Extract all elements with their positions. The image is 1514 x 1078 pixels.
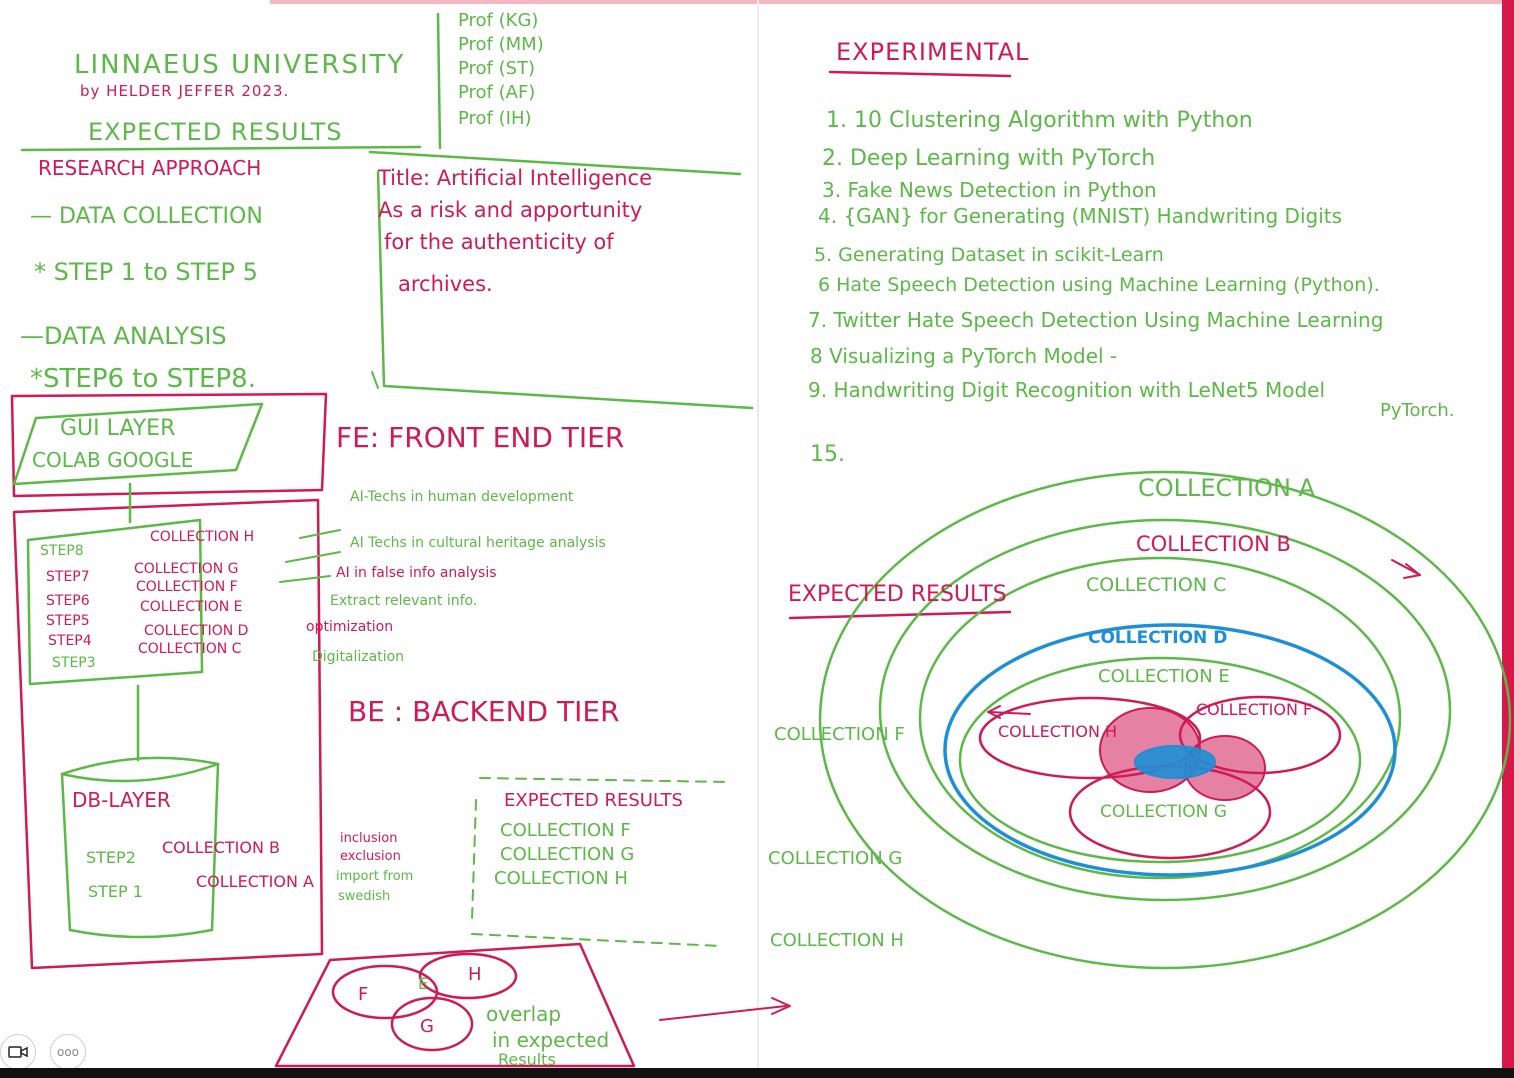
expected-results-heading: EXPECTED RESULTS	[88, 118, 343, 146]
collection-a: COLLECTION A	[196, 872, 314, 891]
note-step-4: optimization	[306, 619, 394, 635]
experimental-heading: EXPERIMENTAL	[836, 38, 1030, 66]
ring-collection-e: COLLECTION E	[1098, 666, 1230, 687]
author-byline: by HELDER JEFFER 2023.	[80, 82, 290, 100]
steps-1-to-5: * STEP 1 to STEP 5	[34, 258, 258, 286]
step-8: STEP8	[40, 543, 84, 559]
university-title: LINNAEUS UNIVERSITY	[74, 50, 406, 80]
venn-label-g: G	[420, 1016, 434, 1037]
experiment-9-continued: PyTorch.	[1380, 400, 1455, 421]
gui-layer-label: GUI LAYER	[60, 416, 176, 441]
venn-caption-1: overlap	[486, 1002, 562, 1026]
backend-tier: BE : BACKEND TIER	[348, 695, 620, 728]
experiment-3: 3. Fake News Detection in Python	[822, 178, 1157, 202]
venn-label-e: E	[418, 974, 429, 993]
professor-4: Prof (AF)	[458, 82, 536, 103]
ring-collection-g-outer: COLLECTION G	[768, 848, 903, 869]
experiment-9: 9. Handwriting Digit Recognition with Le…	[808, 378, 1326, 402]
ring-collection-h-outer: COLLECTION H	[770, 930, 904, 951]
note-step-6: AI in false info analysis	[336, 565, 497, 581]
expected-box-item-g: COLLECTION G	[500, 844, 635, 865]
title-line-3: for the authenticity of	[384, 230, 614, 254]
db-step-1: STEP 1	[88, 882, 143, 901]
data-analysis: —DATA ANALYSIS	[20, 322, 227, 350]
professor-1: Prof (KG)	[458, 10, 539, 31]
db-layer-label: DB-LAYER	[72, 788, 171, 812]
video-camera-icon[interactable]	[0, 1034, 36, 1070]
gui-layer-platform: COLAB GOOGLE	[32, 448, 194, 472]
professor-5: Prof (IH)	[458, 108, 532, 129]
experiment-6: 6 Hate Speech Detection using Machine Le…	[818, 274, 1380, 296]
venn-label-f: F	[358, 984, 369, 1005]
venn-caption-2: in expected	[492, 1028, 610, 1052]
collection-g: COLLECTION G	[134, 561, 239, 577]
experiment-15: 15.	[810, 442, 845, 467]
professor-3: Prof (ST)	[458, 58, 536, 79]
expected-box-heading: EXPECTED RESULTS	[504, 790, 683, 811]
video-camera-glyph	[8, 1046, 28, 1058]
bottom-bar	[0, 1068, 1514, 1078]
ring-collection-d: COLLECTION D	[1088, 628, 1228, 648]
venn-label-h: H	[468, 964, 482, 985]
title-line-4: archives.	[398, 272, 493, 296]
ring-collection-h-inner: COLLECTION H	[998, 722, 1118, 741]
collection-c: COLLECTION C	[138, 641, 242, 657]
ring-collection-f-outer: COLLECTION F	[774, 724, 905, 745]
ring-collection-f-inner: COLLECTION F	[1196, 700, 1313, 719]
expected-results-label: EXPECTED RESULTS	[788, 582, 1007, 607]
experiment-7: 7. Twitter Hate Speech Detection Using M…	[808, 308, 1384, 332]
ring-collection-g-inner: COLLECTION G	[1100, 802, 1227, 822]
experiment-2: 2. Deep Learning with PyTorch	[822, 146, 1156, 171]
db-note-inclusion: inclusion	[340, 831, 398, 846]
step-5: STEP5	[46, 613, 90, 629]
ring-collection-a: COLLECTION A	[1138, 474, 1315, 502]
page-top-edge	[270, 0, 1510, 4]
expected-box-item-f: COLLECTION F	[500, 820, 631, 841]
db-note-swedish: swedish	[338, 889, 391, 904]
note-step-3: Digitalization	[312, 649, 405, 665]
more-dots-icon[interactable]: ooo	[50, 1034, 86, 1070]
notebook-gutter	[757, 0, 759, 1068]
collection-h: COLLECTION H	[150, 529, 255, 545]
ring-collection-b: COLLECTION B	[1136, 532, 1291, 556]
front-end-tier: FE: FRONT END TIER	[336, 421, 625, 454]
professor-2: Prof (MM)	[458, 34, 544, 55]
notebook-page-edge	[1502, 0, 1514, 1068]
experiment-1: 1. 10 Clustering Algorithm with Python	[826, 108, 1253, 133]
step-6: STEP6	[46, 593, 90, 609]
ring-collection-c: COLLECTION C	[1086, 574, 1227, 596]
db-note-import: import from	[336, 869, 414, 884]
experiment-5: 5. Generating Dataset in scikit-Learn	[814, 244, 1164, 266]
step-4: STEP4	[48, 633, 92, 649]
collection-b: COLLECTION B	[162, 838, 280, 857]
research-approach: RESEARCH APPROACH	[38, 156, 262, 180]
experiment-4: 4. {GAN} for Generating (MNIST) Handwrit…	[818, 204, 1343, 228]
collection-f: COLLECTION F	[136, 579, 238, 595]
db-step-2: STEP2	[86, 848, 136, 867]
step-3: STEP3	[52, 655, 96, 671]
experiment-8: 8 Visualizing a PyTorch Model -	[810, 344, 1118, 368]
note-step-5: Extract relevant info.	[330, 593, 478, 609]
collection-e: COLLECTION E	[140, 599, 243, 615]
title-line-1: Title: Artificial Intelligence	[378, 166, 652, 190]
data-collection: — DATA COLLECTION	[30, 204, 263, 229]
collection-d: COLLECTION D	[144, 623, 249, 639]
db-note-exclusion: exclusion	[340, 849, 401, 864]
steps-6-to-8: *STEP6 to STEP8.	[30, 364, 256, 394]
expected-box-item-h: COLLECTION H	[494, 868, 628, 889]
step-7: STEP7	[46, 569, 90, 585]
venn-caption-3: Results	[498, 1050, 556, 1069]
note-step-7: AI Techs in cultural heritage analysis	[350, 535, 606, 551]
note-step-8: AI-Techs in human development	[350, 489, 574, 505]
title-line-2: As a risk and apportunity	[378, 198, 643, 222]
